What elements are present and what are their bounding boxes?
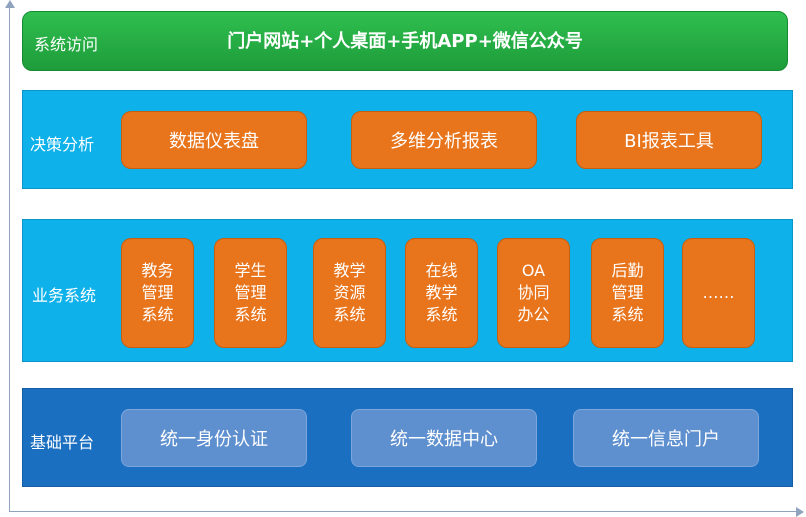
module-multidim-report: 多维分析报表 bbox=[351, 111, 537, 169]
module-oa-office: OA 协同 办公 bbox=[497, 238, 570, 348]
module-dashboard: 数据仪表盘 bbox=[121, 111, 307, 169]
module-online-teaching: 在线 教学 系统 bbox=[405, 238, 478, 348]
module-unified-identity: 统一身份认证 bbox=[121, 409, 307, 467]
layer-title-access: 系统访问 bbox=[34, 35, 99, 54]
axis-arrow-up-icon bbox=[5, 0, 15, 8]
module-logistics: 后勤 管理 系统 bbox=[591, 238, 664, 348]
layer-decision-analysis: 决策分析 数据仪表盘 多维分析报表 BI报表工具 bbox=[22, 90, 793, 189]
module-student-management: 学生 管理 系统 bbox=[214, 238, 287, 348]
access-channels: 门户网站+个人桌面+手机APP+微信公众号 bbox=[227, 31, 583, 52]
module-more: …… bbox=[682, 238, 755, 348]
module-teaching-resources: 教学 资源 系统 bbox=[313, 238, 386, 348]
layer-title-decision: 决策分析 bbox=[30, 135, 95, 154]
layer-system-access: 系统访问 门户网站+个人桌面+手机APP+微信公众号 bbox=[22, 11, 788, 71]
module-unified-data-center: 统一数据中心 bbox=[351, 409, 537, 467]
module-academic-affairs: 教务 管理 系统 bbox=[121, 238, 194, 348]
module-bi-tool: BI报表工具 bbox=[576, 111, 762, 169]
layer-business-systems: 业务系统 教务 管理 系统 学生 管理 系统 教学 资源 系统 在线 教学 系统… bbox=[22, 219, 793, 362]
layer-title-business: 业务系统 bbox=[32, 286, 97, 305]
layer-base-platform: 基础平台 统一身份认证 统一数据中心 统一信息门户 bbox=[22, 388, 793, 487]
layer-title-platform: 基础平台 bbox=[30, 433, 95, 452]
axis-arrow-right-icon bbox=[796, 507, 804, 517]
horizontal-axis bbox=[9, 511, 797, 512]
vertical-axis bbox=[9, 6, 10, 512]
module-unified-portal: 统一信息门户 bbox=[573, 409, 759, 467]
